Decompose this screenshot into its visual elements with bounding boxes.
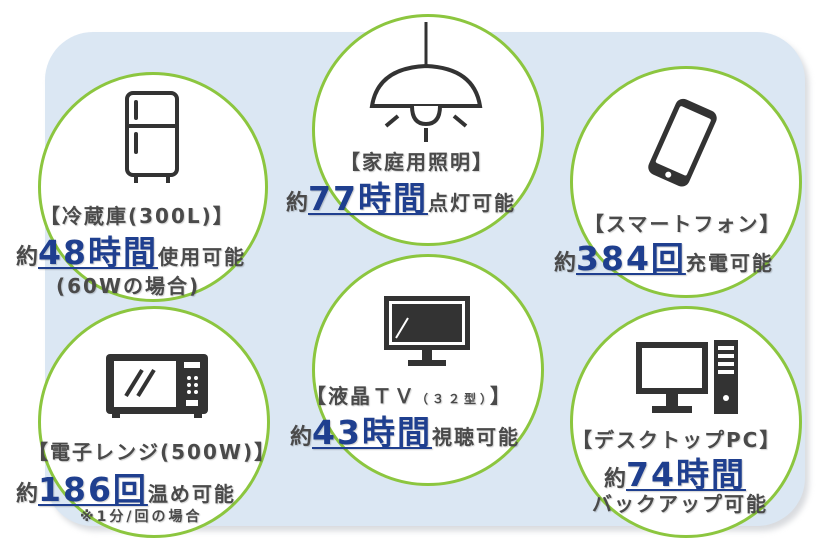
tv-label-size: （３２型） bbox=[416, 392, 491, 406]
fridge-suffix: 使用可能 bbox=[157, 245, 246, 269]
refrigerator-icon bbox=[125, 91, 179, 183]
tv-circle bbox=[312, 254, 544, 486]
microwave-circle bbox=[38, 306, 270, 538]
fridge-value-line: 約48時間使用可能 bbox=[16, 226, 246, 274]
microwave-suffix: 温め可能 bbox=[147, 482, 236, 506]
fridge-note: (60Wの場合) bbox=[56, 274, 201, 298]
tv-label: 【液晶ＴＶ（３２型）】 bbox=[306, 380, 512, 409]
phone-value-line: 約384回充電可能 bbox=[554, 232, 774, 280]
tv-suffix: 視聴可能 bbox=[431, 425, 520, 449]
smartphone-icon bbox=[648, 98, 717, 187]
microwave-label: 【電子レンジ(500W)】 bbox=[28, 440, 277, 464]
tv-icon bbox=[384, 296, 470, 366]
pc-label: 【デスクトップPC】 bbox=[572, 428, 782, 452]
microwave-note: ※1分/回の場合 bbox=[80, 509, 203, 525]
tv-prefix: 約 bbox=[290, 425, 313, 450]
microwave-icon bbox=[106, 354, 208, 418]
tv-label-main: 【液晶ＴＶ bbox=[306, 384, 416, 408]
light-prefix: 約 bbox=[286, 191, 309, 216]
fridge-label: 【冷蔵庫(300L)】 bbox=[40, 204, 235, 228]
pc-number: 74時間 bbox=[626, 455, 746, 494]
light-label: 【家庭用照明】 bbox=[340, 150, 494, 174]
desktop-pc-icon bbox=[636, 340, 738, 414]
microwave-prefix: 約 bbox=[16, 482, 39, 507]
tv-value-line: 約43時間視聴可能 bbox=[290, 406, 520, 454]
microwave-number: 186回 bbox=[38, 470, 148, 509]
fridge-number: 48時間 bbox=[38, 233, 158, 272]
tv-label-end: 】 bbox=[490, 384, 513, 408]
tv-number: 43時間 bbox=[312, 413, 432, 452]
light-suffix: 点灯可能 bbox=[427, 191, 516, 215]
pc-value-line: 約74時間 bbox=[604, 448, 746, 496]
pc-prefix: 約 bbox=[604, 467, 627, 492]
fridge-prefix: 約 bbox=[16, 245, 39, 270]
phone-prefix: 約 bbox=[554, 251, 577, 276]
pendant-lamp-icon bbox=[369, 22, 483, 142]
microwave-value-line: 約186回温め可能 bbox=[16, 463, 236, 511]
light-value-line: 約77時間点灯可能 bbox=[286, 172, 516, 220]
phone-suffix: 充電可能 bbox=[685, 251, 774, 275]
phone-number: 384回 bbox=[576, 239, 686, 278]
phone-label: 【スマートフォン】 bbox=[584, 212, 782, 236]
light-number: 77時間 bbox=[308, 179, 428, 218]
pc-suffix: バックアップ可能 bbox=[592, 492, 768, 516]
